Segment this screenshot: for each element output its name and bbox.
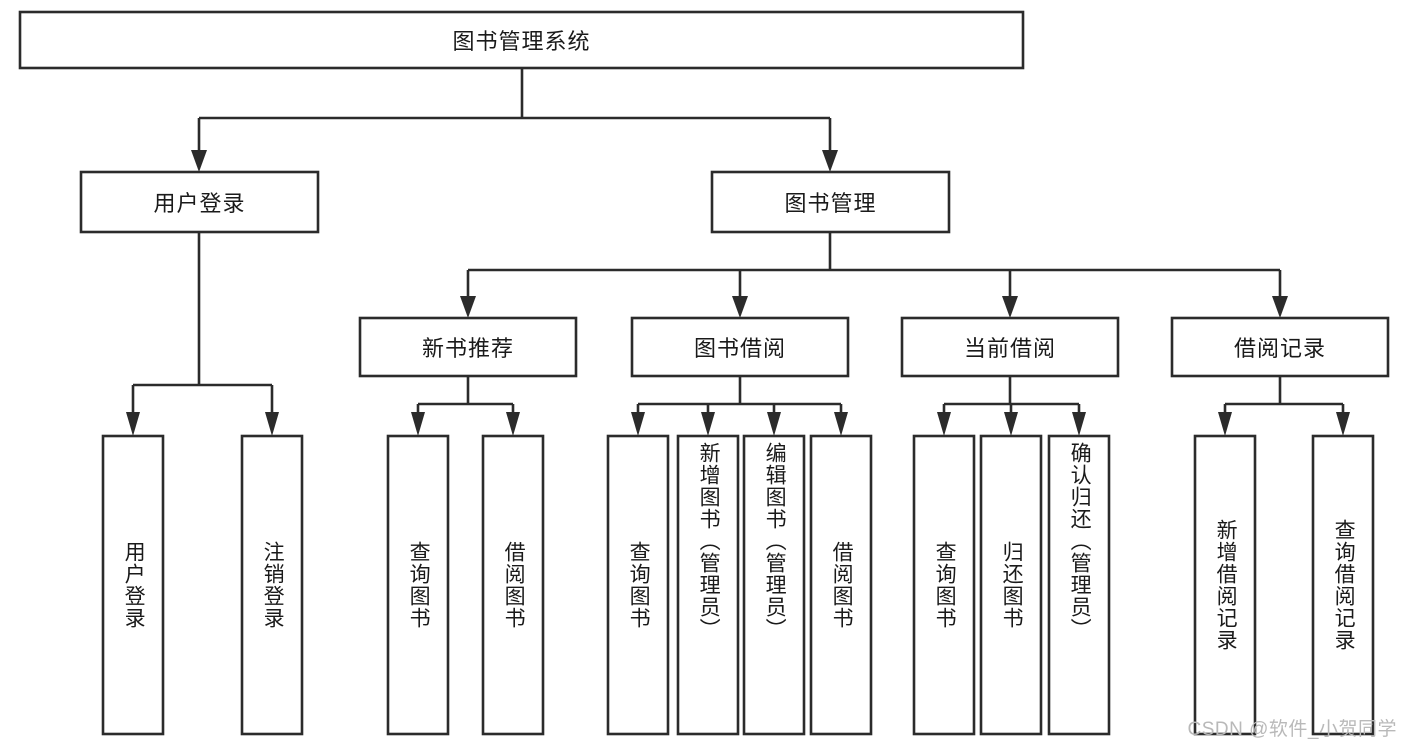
leaf-logout-login-box[interactable] bbox=[240, 434, 304, 736]
connector-bookmanage-to-level3 bbox=[460, 232, 1288, 318]
node-new-book-recommend-box[interactable] bbox=[358, 316, 578, 378]
connector-borrowrecord-to-leaves bbox=[1218, 376, 1350, 436]
leaf-return-book-box[interactable] bbox=[979, 434, 1043, 736]
leaf-confirm-return-box[interactable] bbox=[1047, 434, 1111, 736]
leaf-borrow-book-2-box[interactable] bbox=[809, 434, 873, 736]
leaf-query-record-box[interactable] bbox=[1311, 434, 1375, 736]
leaf-borrow-book-1-box[interactable] bbox=[481, 434, 545, 736]
node-book-manage-box[interactable] bbox=[710, 170, 951, 234]
leaf-query-book-1-box[interactable] bbox=[386, 434, 450, 736]
leaf-query-book-3-box[interactable] bbox=[912, 434, 976, 736]
node-book-borrow-box[interactable] bbox=[630, 316, 850, 378]
node-user-login-box[interactable] bbox=[79, 170, 320, 234]
leaf-query-book-2-box[interactable] bbox=[606, 434, 670, 736]
node-current-borrow-box[interactable] bbox=[900, 316, 1120, 378]
leaf-add-record-box[interactable] bbox=[1193, 434, 1257, 736]
connector-root-to-level2 bbox=[191, 68, 838, 172]
node-borrow-record-box[interactable] bbox=[1170, 316, 1390, 378]
connector-bookborrow-to-leaves bbox=[631, 376, 848, 436]
csdn-watermark: CSDN @软件_小贺同学 bbox=[1187, 719, 1397, 740]
connector-currentborrow-to-leaves bbox=[937, 376, 1086, 436]
connector-userlogin-to-leaves bbox=[126, 232, 279, 436]
leaf-edit-book-box[interactable] bbox=[742, 434, 806, 736]
leaf-user-login-box[interactable] bbox=[101, 434, 165, 736]
leaf-add-book-box[interactable] bbox=[676, 434, 740, 736]
node-root-box[interactable] bbox=[18, 10, 1025, 70]
connector-newbook-to-leaves bbox=[411, 376, 520, 436]
